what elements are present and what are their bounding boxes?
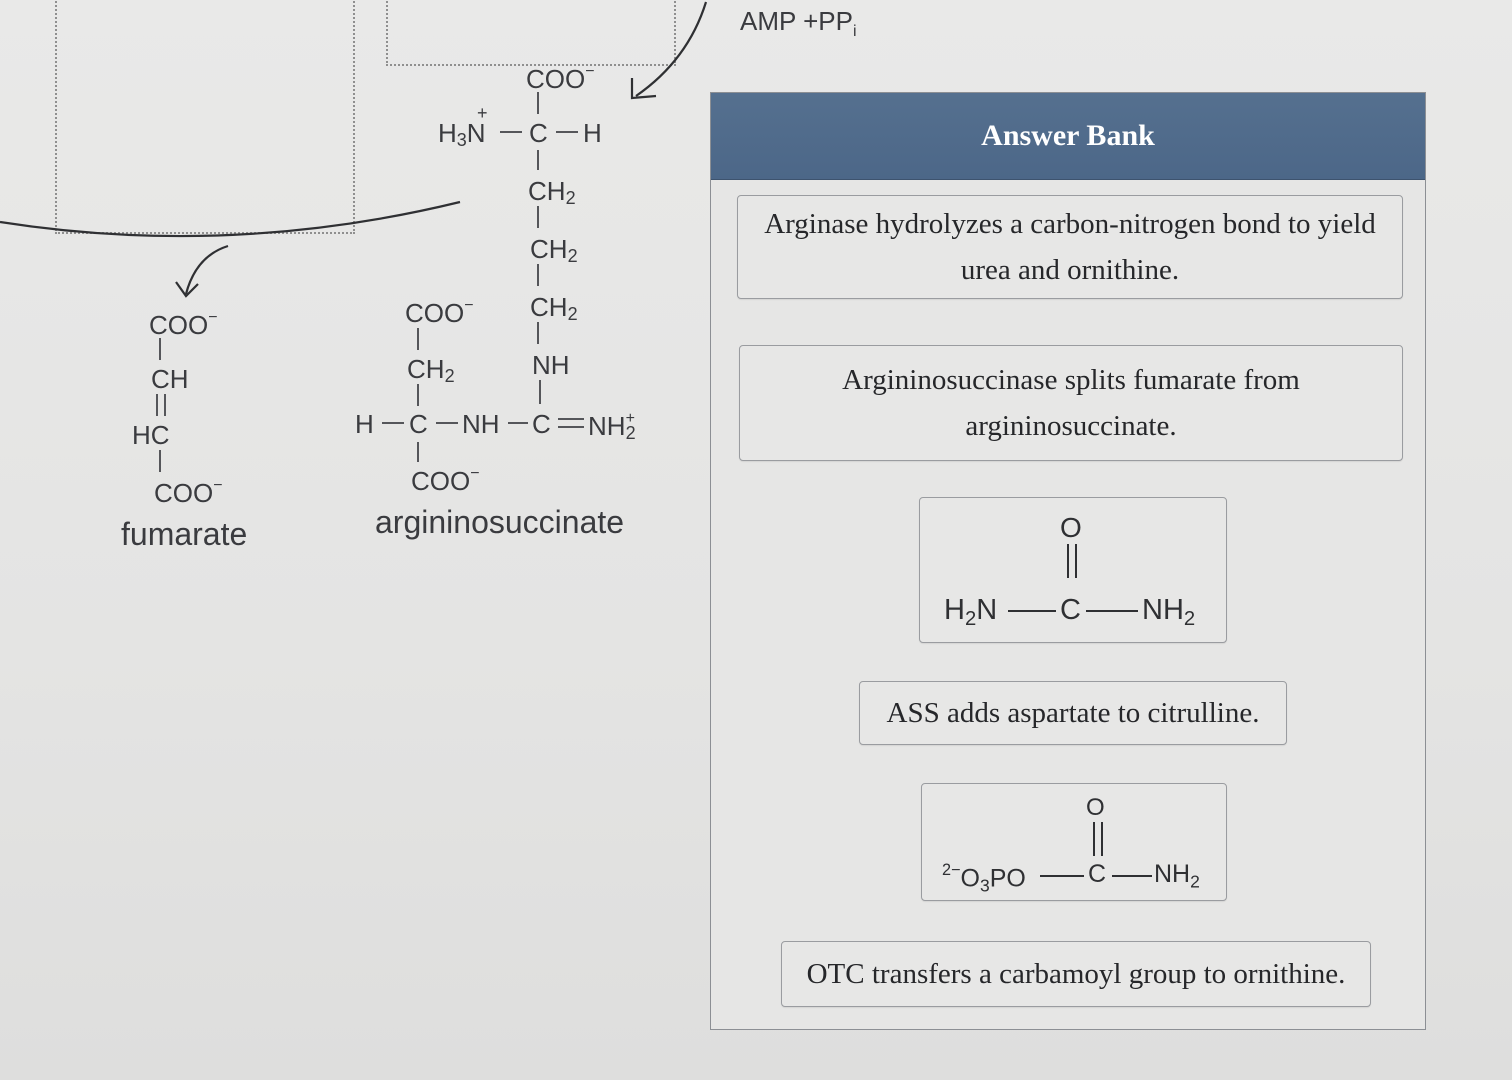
argininosuccinate-caption: argininosuccinate xyxy=(375,504,625,540)
card-argininosuccinase[interactable]: Argininosuccinase splits fumarate from a… xyxy=(739,345,1403,461)
answer-bank-title: Answer Bank xyxy=(711,93,1425,180)
fumarate-hc: HC xyxy=(132,420,170,450)
carbamoyl-oxygen: O xyxy=(1086,794,1105,821)
argininosuccinate-coo-bottom: COO− xyxy=(411,465,480,496)
carbamoyl-amine: NH2 xyxy=(1154,860,1200,892)
fumarate-coo-top: COO− xyxy=(149,309,218,340)
chain-hydrogen: H xyxy=(355,409,374,439)
urea-oxygen: O xyxy=(1060,512,1082,543)
urea-bonds xyxy=(1008,544,1138,612)
alpha-hydrogen: H xyxy=(583,118,602,148)
ch2-group-2: CH2 xyxy=(530,234,578,266)
fumarate-caption: fumarate xyxy=(121,516,248,552)
guanidino-nh2: NH2+ xyxy=(588,410,636,443)
card-arginase[interactable]: Arginase hydrolyzes a carbon-nitrogen bo… xyxy=(737,195,1403,299)
ch2-group-1: CH2 xyxy=(528,176,576,208)
ammonium-group: H3N xyxy=(438,118,486,150)
card-argininosuccinase-text: Argininosuccinase splits fumarate from a… xyxy=(842,363,1300,442)
urea-left-amine: H2N xyxy=(944,594,998,631)
phosphate-group: 2−O3PO xyxy=(942,861,1026,896)
fumarate-ch: CH xyxy=(151,364,189,394)
chain-carbon: C xyxy=(409,409,428,439)
card-carbamoyl-phosphate-structure[interactable]: O 2−O3PO C NH2 xyxy=(921,783,1227,901)
drop-zone-top[interactable] xyxy=(386,0,676,66)
chain-nh: NH xyxy=(462,409,500,439)
plus-charge: + xyxy=(477,103,488,123)
card-urea-structure[interactable]: O H2N C NH2 xyxy=(919,497,1227,643)
drop-zone-left[interactable] xyxy=(55,0,355,234)
ch2-group-3: CH2 xyxy=(530,292,578,324)
answer-bank: Answer Bank Arginase hydrolyzes a carbon… xyxy=(710,92,1426,1030)
alpha-carbon: C xyxy=(529,118,548,148)
arginine-coo-group: COO− xyxy=(526,63,595,94)
nh-group: NH xyxy=(532,350,570,380)
carbamoyl-phosphate-bonds xyxy=(1040,822,1152,877)
fumarate-coo-bottom: COO− xyxy=(154,477,223,508)
argininosuccinate-coo-top: COO− xyxy=(405,297,474,328)
card-otc[interactable]: OTC transfers a carbamoyl group to ornit… xyxy=(781,941,1371,1007)
arrow-to-fumarate xyxy=(184,244,229,295)
card-otc-text: OTC transfers a carbamoyl group to ornit… xyxy=(806,957,1346,990)
amp-ppi-label: AMP +PPi xyxy=(740,6,857,40)
urea-right-amine: NH2 xyxy=(1142,594,1196,631)
card-ass[interactable]: ASS adds aspartate to citrulline. xyxy=(859,681,1287,745)
urea-carbon: C xyxy=(1060,594,1081,626)
card-ass-text: ASS adds aspartate to citrulline. xyxy=(886,696,1260,729)
carbamoyl-carbon: C xyxy=(1088,860,1107,888)
argininosuccinate-ch2: CH2 xyxy=(407,354,455,386)
card-arginase-text: Arginase hydrolyzes a carbon-nitrogen bo… xyxy=(764,207,1376,286)
guanidino-carbon: C xyxy=(532,409,551,439)
